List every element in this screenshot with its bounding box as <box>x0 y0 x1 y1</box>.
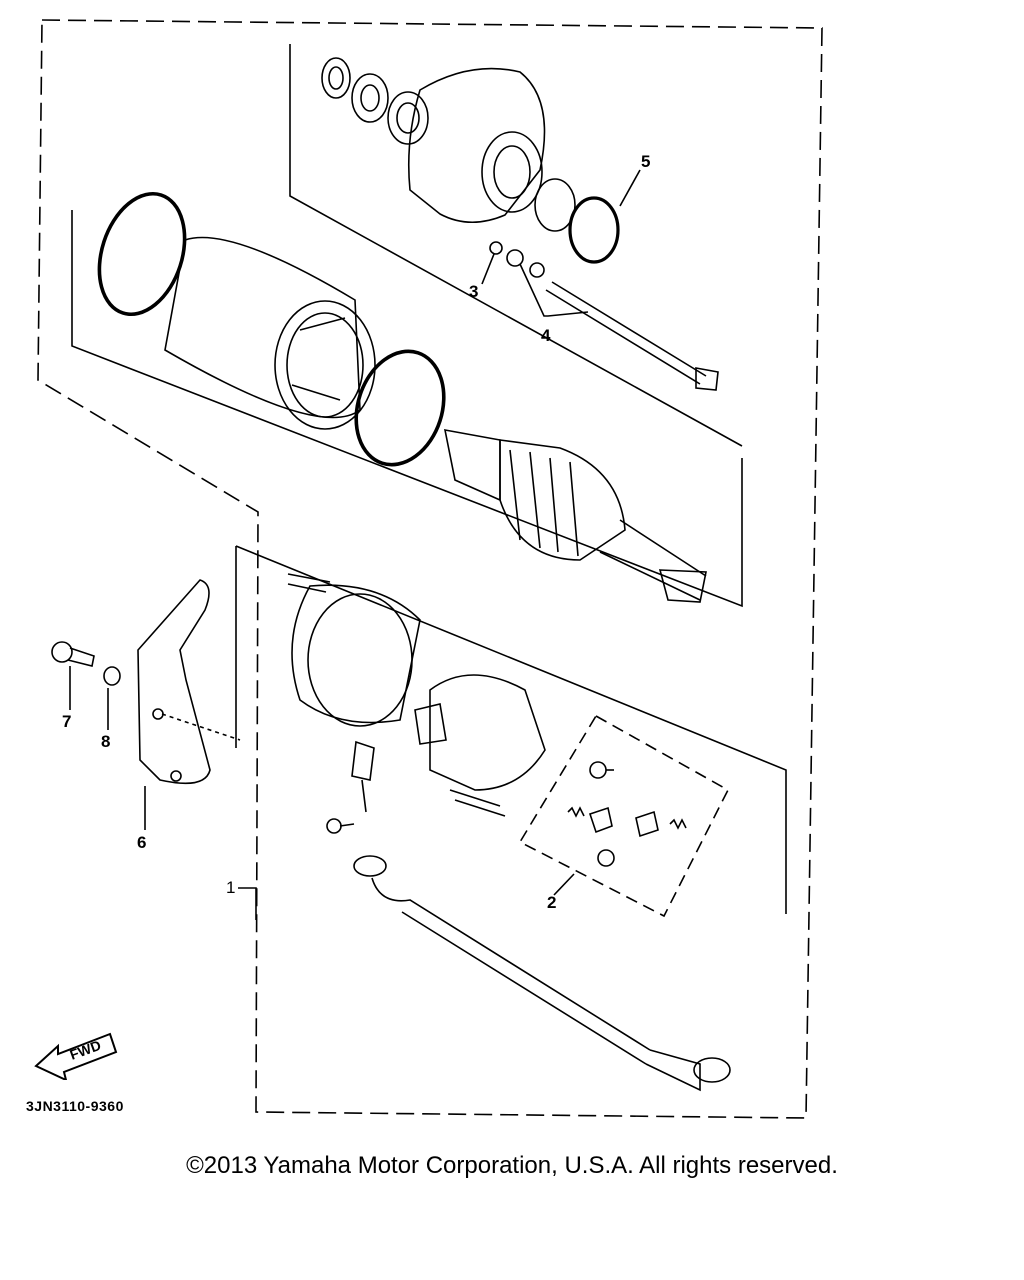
spring-a <box>567 806 585 818</box>
leader-1 <box>238 887 257 920</box>
assembly-boundary <box>37 19 823 1119</box>
brush-frame <box>235 545 787 914</box>
yoke <box>164 236 361 419</box>
lead-terminal-top <box>353 855 387 877</box>
fwd-arrow-icon: FWD <box>34 1032 118 1080</box>
end-cover-frame <box>289 44 743 447</box>
leader-2 <box>553 873 575 896</box>
bolt-7-shank <box>67 647 95 667</box>
bolt-7-head <box>51 641 73 663</box>
through-bolt <box>545 281 707 385</box>
armature-commutator <box>443 429 501 502</box>
washer-8 <box>103 666 121 686</box>
callout-5: 5 <box>641 152 651 171</box>
starter-motor-exploded-diagram <box>37 19 823 1119</box>
oring-3 <box>489 241 503 255</box>
brush-holder <box>429 674 546 791</box>
armature-shaft <box>599 519 707 601</box>
callout-1: 1 <box>226 878 236 897</box>
leader-3 <box>481 253 495 285</box>
bracket <box>137 579 211 785</box>
brush-a <box>588 806 613 834</box>
leader-5 <box>619 169 641 207</box>
callout-3: 3 <box>469 282 479 301</box>
callout-6: 6 <box>137 833 147 852</box>
diagram-code: 3JN3110-9360 <box>26 1098 124 1114</box>
callout-2: 2 <box>547 893 557 912</box>
housing-shaft <box>287 573 331 593</box>
callout-7: 7 <box>62 712 72 731</box>
washer-top-1 <box>321 57 351 99</box>
terminal-screw <box>326 818 342 834</box>
lead-wire <box>371 877 651 1065</box>
screw-b <box>597 849 615 867</box>
spring-b <box>669 818 687 830</box>
terminal <box>351 740 375 781</box>
brush-kit-frame <box>518 714 730 918</box>
washer-4a <box>506 249 524 267</box>
brush-b <box>635 810 659 838</box>
callout-8: 8 <box>101 732 111 751</box>
yoke-frame <box>71 210 743 608</box>
leader-4 <box>519 263 589 317</box>
copyright-text: ©2013 Yamaha Motor Corporation, U.S.A. A… <box>186 1152 838 1179</box>
screw-a <box>589 761 607 779</box>
washer-4b <box>529 262 545 278</box>
washer-top-2 <box>351 73 389 123</box>
end-cover <box>407 67 546 224</box>
front-housing <box>291 584 421 724</box>
bushing <box>534 178 576 232</box>
bearing-top <box>387 91 429 145</box>
callout-4: 4 <box>541 326 551 345</box>
o-ring-5 <box>568 196 620 264</box>
armature-core <box>499 439 626 561</box>
lead-terminal-bottom <box>693 1057 731 1083</box>
